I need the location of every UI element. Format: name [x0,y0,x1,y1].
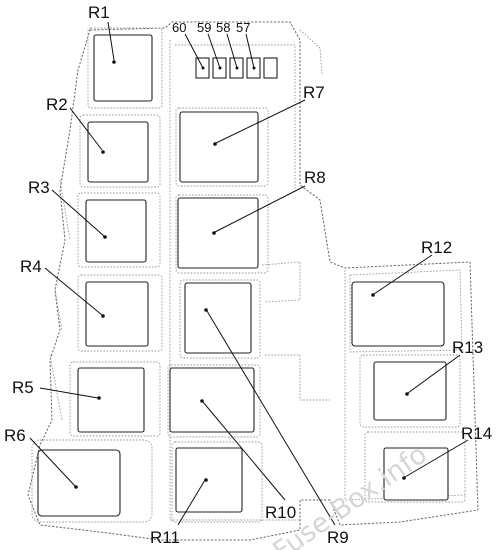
fuse-label-58: 58 [216,20,230,35]
fuse-label-57: 57 [236,20,250,35]
relay-outlines [31,27,466,523]
fuse-labels: 60 59 58 57 [172,20,250,35]
housing-outline [27,21,479,541]
fuse-leaders [184,33,256,70]
relay-label-r12: R12 [421,238,452,257]
relay-leaders [29,21,469,526]
relay-label-r1: R1 [88,3,110,22]
relay-label-r2: R2 [46,95,68,114]
relay-label-r5: R5 [12,378,34,397]
relay-label-r8: R8 [304,168,326,187]
relay-labels: R1 R2 R3 R4 R5 R6 R7 R8 R9 R10 R11 R12 R… [4,3,492,547]
relay-label-r6: R6 [4,426,26,445]
relay-label-r3: R3 [28,178,50,197]
relay-label-r4: R4 [20,257,42,276]
relay-label-r9: R9 [327,528,349,547]
relay-label-r7: R7 [303,83,325,102]
fuse-label-60: 60 [172,20,186,35]
relay-label-r10: R10 [265,503,296,522]
fuse-label-59: 59 [197,20,211,35]
relay-label-r11: R11 [150,528,180,547]
relay-label-r13: R13 [452,338,483,357]
relay-label-r14: R14 [461,424,492,443]
fuse-holders [195,57,278,79]
